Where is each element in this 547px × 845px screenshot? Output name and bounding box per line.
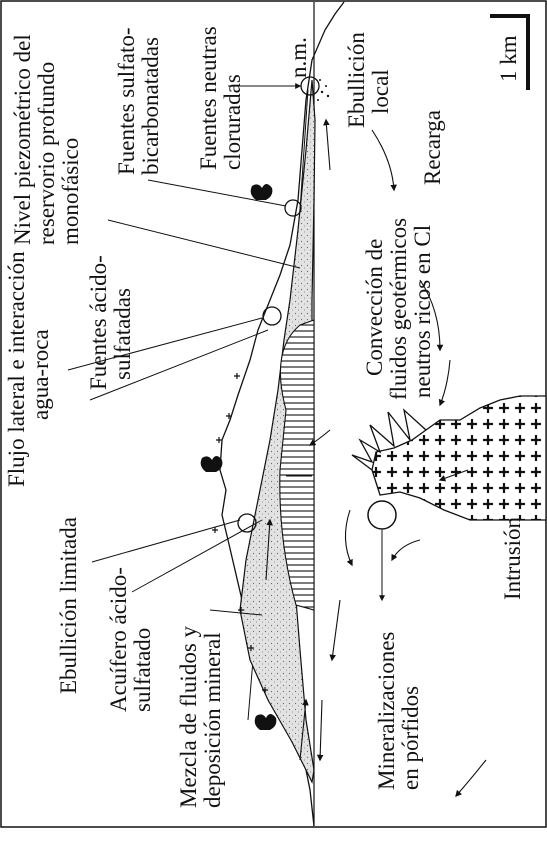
marker-mineralizaciones: [368, 501, 396, 529]
intrusion-body: [372, 396, 546, 520]
label-mezcla-1: Mezcla de fluidos y: [176, 625, 201, 808]
label-intrusion: Intrusión: [500, 516, 525, 600]
label-mineralizaciones-1: Mineralizaciones: [374, 632, 399, 790]
label-acuifero-2: sulfatado: [130, 628, 155, 712]
label-ebullicion-local-2: local: [368, 69, 393, 114]
label-flujo-lateral-1: Flujo lateral e interacción: [4, 251, 29, 487]
label-mezcla-2: deposición mineral: [200, 632, 225, 808]
label-fuentes-sulfato-2: bicarbonatadas: [138, 37, 163, 175]
label-ebullicion-limitada: Ebullición limitada: [56, 517, 81, 694]
label-ebullicion-local-1: Ebullición: [344, 32, 369, 128]
label-nivel-piezometrico-1: Nivel piezométrico del: [10, 34, 35, 245]
label-recarga: Recarga: [420, 110, 445, 185]
label-fuentes-acido-2: sulfatadas: [110, 288, 135, 380]
label-fuentes-sulfato-1: Fuentes sulfato-: [114, 27, 139, 175]
marker-fuentes-sulfato: [285, 200, 301, 216]
label-nivel-piezometrico-3: monofásico: [58, 138, 83, 245]
marker-fuentes-acido: [263, 307, 281, 325]
label-nivel-piezometrico-2: reservorio profundo: [34, 62, 59, 245]
label-fuentes-neutras-2: cloruradas: [220, 74, 245, 170]
label-fuentes-neutras-1: Fuentes neutras: [196, 26, 221, 170]
label-conveccion-1: Convección de: [362, 239, 387, 376]
label-fuentes-acido-1: Fuentes ácido-: [86, 255, 111, 390]
label-conveccion-3: neutros ricos en Cl: [410, 225, 435, 398]
label-flujo-lateral-2: agua-roca: [28, 329, 53, 420]
label-conveccion-2: fluidos geotérmicos: [386, 218, 411, 400]
label-acuifero-1: Acuífero ácido-: [106, 567, 131, 712]
marker-ebullicion-local: [301, 77, 319, 95]
label-mineralizaciones-2: en pórfidos: [398, 686, 423, 790]
label-scale: 1 km: [496, 35, 521, 82]
label-nm: n.m.: [286, 37, 311, 78]
